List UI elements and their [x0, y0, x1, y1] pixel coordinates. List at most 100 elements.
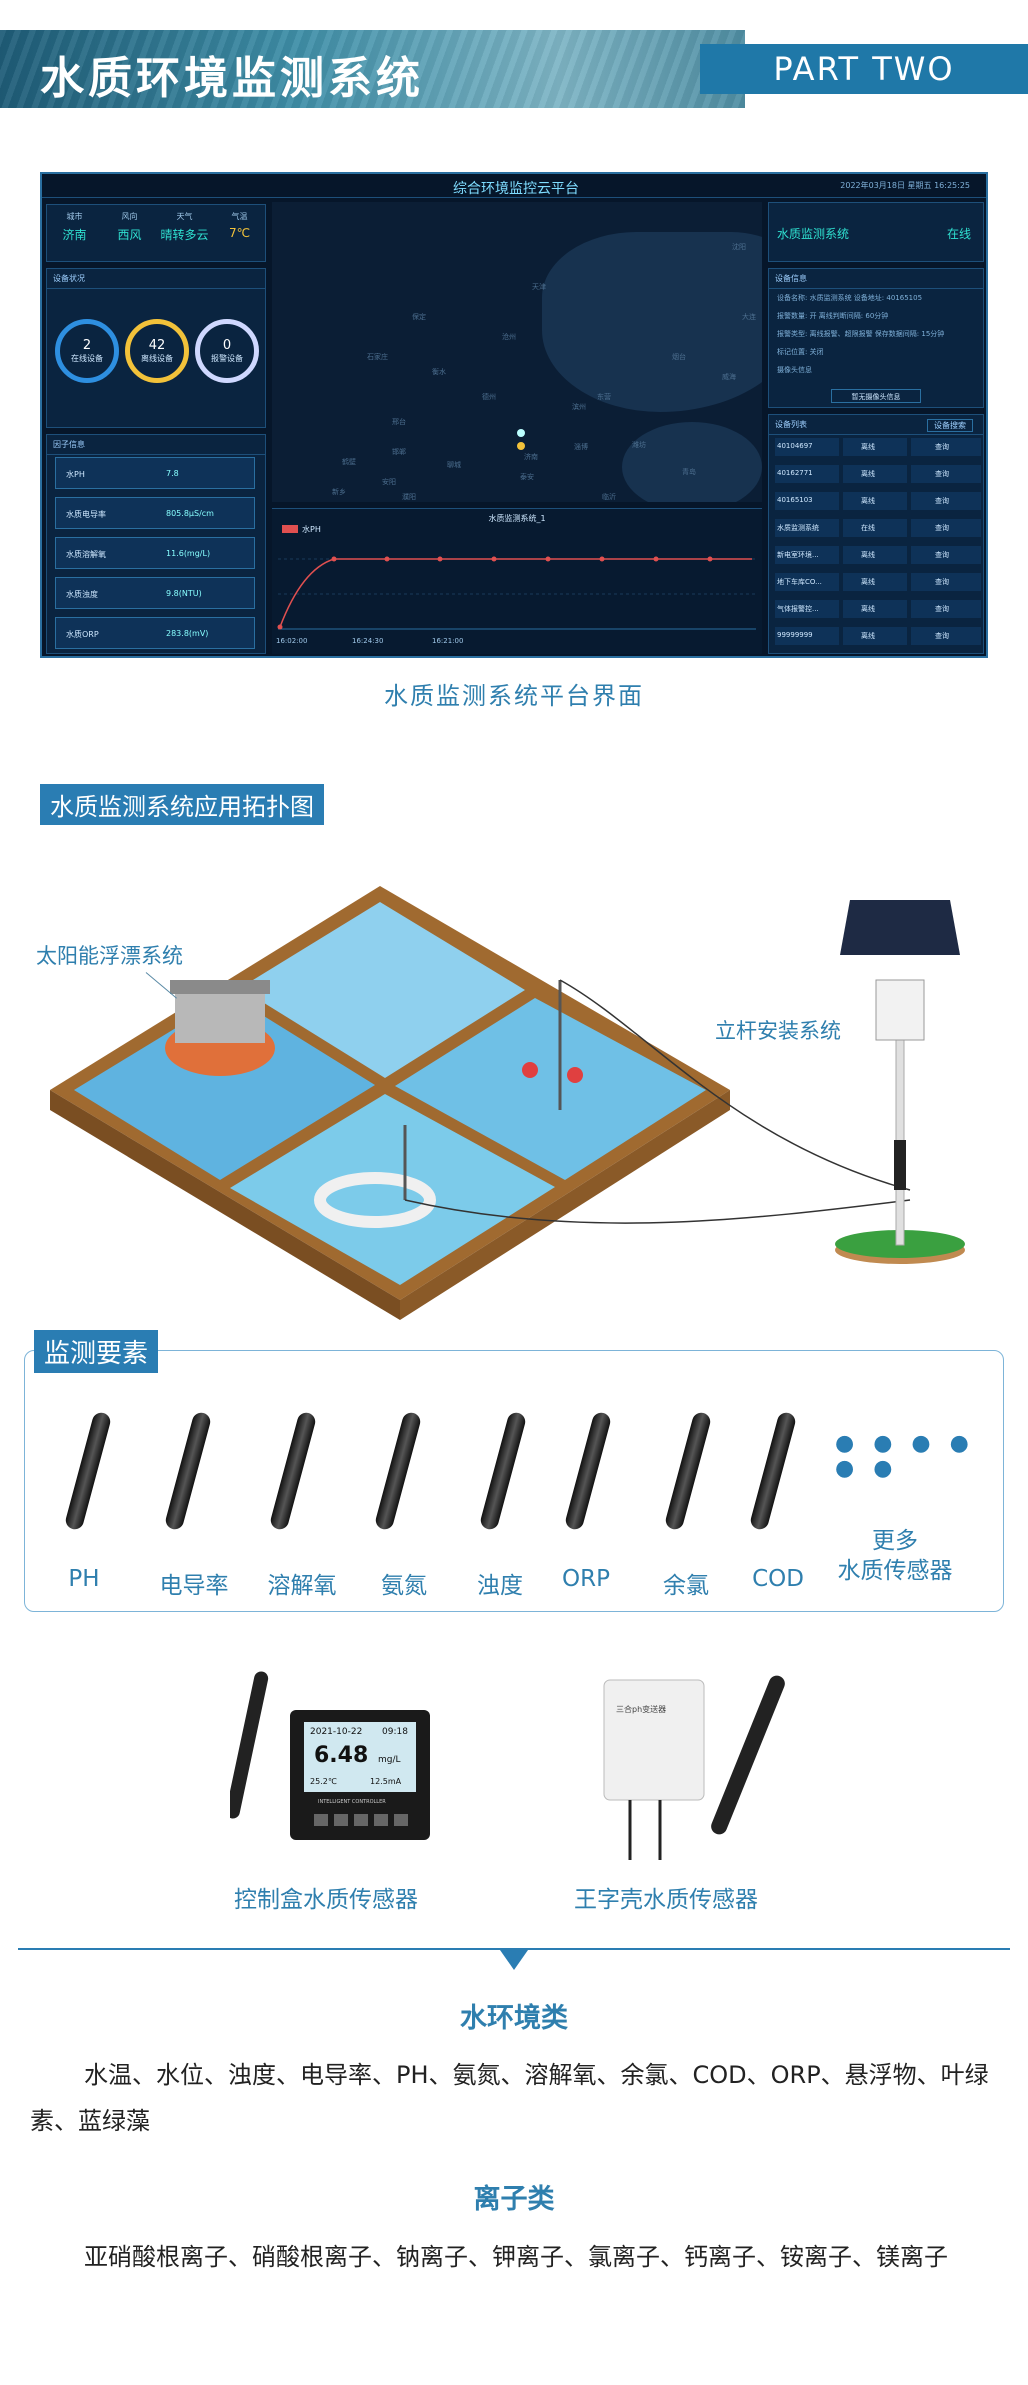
dash-title: 综合环境监控云平台 — [453, 181, 579, 197]
map-city: 邢台 — [392, 418, 406, 426]
wang-shell-product: 三合ph变送器 — [590, 1660, 810, 1884]
wang-shell-product-svg: 三合ph变送器 — [603, 1675, 785, 1860]
controller-button — [394, 1814, 408, 1826]
sea-area — [622, 422, 762, 502]
controller-button — [354, 1814, 368, 1826]
weather-city: 城市济南 — [62, 212, 87, 242]
chlorine-sensor-icon — [663, 1401, 725, 1541]
device-info-title: 设备信息 — [769, 269, 983, 289]
pole-install-label: 立杆安装系统 — [715, 1019, 841, 1043]
map-city: 东营 — [597, 393, 611, 401]
data-point — [599, 556, 605, 562]
cable — [404, 1199, 911, 1224]
dash-right-panel: 水质监测系统 在线 设备信息 设备名称: 水质监测系统 设备地址: 401651… — [768, 202, 984, 654]
controller-button — [334, 1814, 348, 1826]
orp-sensor-icon — [563, 1401, 625, 1541]
conductivity-sensor-icon — [163, 1401, 225, 1541]
map-city: 威海 — [722, 373, 736, 381]
controller-button — [374, 1814, 388, 1826]
pond-frame-side — [50, 1090, 400, 1320]
legend-swatch — [282, 525, 298, 533]
map-city: 淄博 — [574, 443, 588, 451]
page-title: 水质环境监测系统 — [40, 53, 424, 104]
sea-area — [542, 232, 762, 412]
control-box-product: 2021-10-22 09:18 6.48 mg/L 25.2℃ 12.5mA … — [225, 1660, 450, 1884]
float-solar-box — [175, 988, 265, 1043]
device-status-title: 设备状况 — [47, 269, 265, 289]
device-row[interactable]: 水质监测系统在线查询 — [771, 518, 983, 538]
map-city: 青岛 — [682, 468, 696, 476]
sensor-label: COD — [752, 1566, 804, 1592]
map-city: 石家庄 — [367, 353, 388, 361]
map-city: 临沂 — [602, 493, 616, 501]
map-city: 潍坊 — [632, 441, 646, 449]
map-city: 濮阳 — [402, 493, 416, 501]
map-city: 大连 — [742, 313, 756, 321]
float-solar-panel — [170, 980, 270, 994]
pole-device — [894, 1140, 906, 1190]
device-row[interactable]: 气体报警控...离线查询 — [771, 599, 983, 619]
map-city: 济南 — [524, 453, 538, 461]
device-row[interactable]: 地下车库CO...离线查询 — [771, 572, 983, 592]
map-city: 邯郸 — [392, 448, 406, 456]
device-info-line: 报警数量: 开 离线判断间隔: 60分钟 — [777, 312, 889, 320]
device-info-line: 报警类型: 离线报警、超限报警 保存数据间隔: 15分钟 — [777, 330, 945, 338]
device-pin[interactable] — [517, 442, 525, 450]
map-city: 保定 — [412, 313, 426, 321]
elements-box: PH 电导率 溶解氧 氨氮 浊度 ORP 余氯 COD ● ● ● ● ● ● … — [24, 1350, 1004, 1612]
weather-wind: 风向西风 — [117, 212, 142, 242]
screen-time: 09:18 — [382, 1727, 408, 1737]
part-badge — [700, 44, 1028, 94]
data-point — [437, 556, 443, 562]
device-row[interactable]: 新电室环境...离线查询 — [771, 545, 983, 565]
product-probe — [225, 1671, 269, 1819]
device-info-line: 设备名称: 水质监测系统 设备地址: 40165105 — [777, 294, 923, 302]
device-pin[interactable] — [517, 429, 525, 437]
dash-topbar: 综合环境监控云平台 2022年03月18日 星期五 16:25:25 — [42, 174, 986, 198]
pond-frame-side — [400, 1090, 730, 1320]
sensor-label: 电导率 — [159, 1573, 229, 1599]
transmitter-box — [603, 1679, 705, 1801]
screen-value: 6.48 — [314, 1743, 368, 1768]
pond-4 — [230, 1094, 555, 1285]
data-point — [545, 556, 551, 562]
chart-title: 水质监测系统_1 — [488, 514, 546, 523]
controller-button — [314, 1814, 328, 1826]
section-text-ion: 亚硝酸根离子、硝酸根离子、钠离子、钾离子、氯离子、钙离子、铵离子、镁离子 — [84, 2243, 948, 2271]
legend-label: 水PH — [302, 524, 321, 534]
sensor-label: PH — [68, 1566, 100, 1592]
ph-trend-chart: 水质监测系统_1 水PH 16:02:00 16:24:30 16:21:00 — [272, 508, 762, 654]
topology-tag: 水质监测系统应用拓扑图 — [40, 784, 324, 825]
screen-temp: 25.2℃ — [310, 1777, 337, 1786]
weather-sky: 天气晴转多云 — [160, 212, 209, 242]
data-point — [491, 556, 497, 562]
turbidity-sensor-icon — [478, 1401, 540, 1541]
map-city: 鹤壁 — [342, 458, 356, 466]
topology-svg — [50, 886, 965, 1320]
map-city: 新乡 — [332, 488, 346, 496]
map-city: 泰安 — [520, 473, 534, 481]
control-box-caption: 控制盒水质传感器 — [234, 1887, 418, 1913]
system-panel: 水质监测系统 在线 — [768, 202, 984, 262]
solar-panel — [840, 900, 960, 955]
data-point — [384, 556, 390, 562]
controller-screen — [304, 1722, 416, 1792]
map-city: 沈阳 — [732, 243, 746, 251]
device-search-button[interactable]: 设备搜索 — [927, 419, 973, 432]
header-gradient — [0, 30, 745, 108]
system-status: 在线 — [946, 227, 971, 241]
control-box — [875, 979, 925, 1041]
sensor-label: ORP — [562, 1566, 610, 1592]
map-city: 德州 — [482, 393, 496, 401]
camera-button[interactable]: 暂无摄像头信息 — [831, 389, 921, 403]
control-box-product-svg: 2021-10-22 09:18 6.48 mg/L 25.2℃ 12.5mA … — [225, 1671, 430, 1840]
platform-screenshot: 综合环境监控云平台 2022年03月18日 星期五 16:25:25 城市济南 … — [40, 172, 988, 658]
